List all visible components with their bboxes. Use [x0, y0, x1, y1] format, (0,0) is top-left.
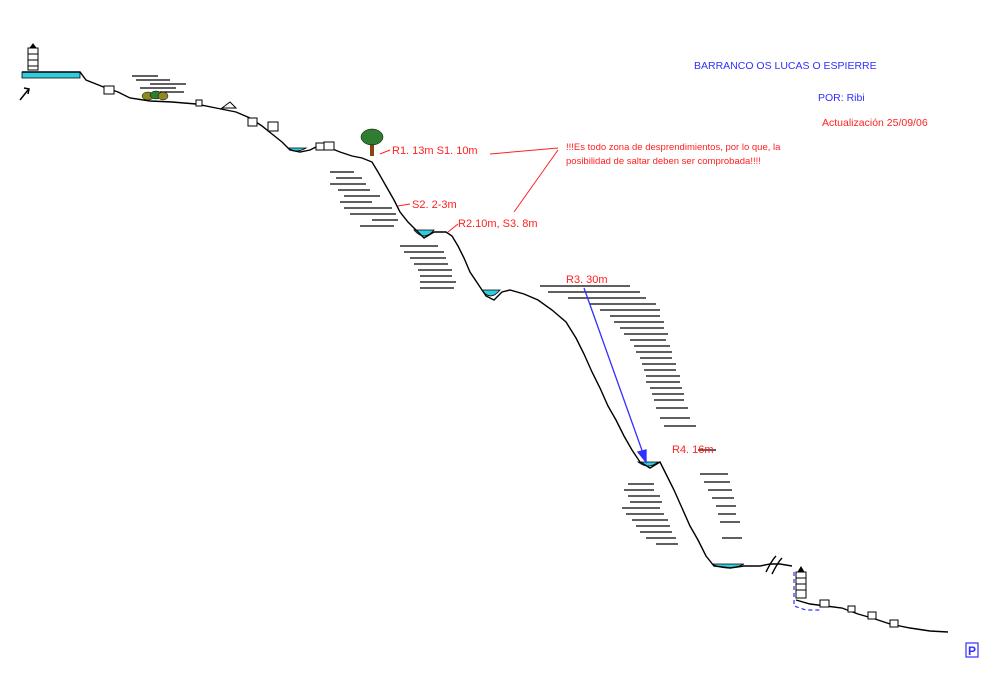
boulders	[103, 85, 899, 628]
start-tower-icon	[27, 43, 39, 71]
warning-line-2: posibilidad de saltar deben ser comproba…	[566, 156, 761, 167]
label-r3: R3. 30m	[566, 274, 608, 286]
label-r4: R4. 16m	[672, 444, 714, 456]
diagram-title: BARRANCO OS LUCAS O ESPIERRE	[694, 60, 877, 72]
parking-icon: P	[965, 642, 979, 658]
annotations: R1. 13m S1. 10m S2. 2-3m R2.10m, S3. 8m …	[392, 142, 781, 456]
section-break-mark	[765, 555, 783, 575]
warning-line-1: !!!Es todo zona de desprendimientos, por…	[566, 142, 781, 153]
bushes-icon	[141, 90, 169, 101]
canyon-profile-line	[22, 71, 793, 569]
hiker-arrow-icon	[19, 87, 30, 101]
label-s2: S2. 2-3m	[412, 199, 457, 211]
update-date: Actualización 25/09/06	[822, 117, 928, 129]
exit-path	[793, 572, 820, 611]
leader-lines	[379, 147, 559, 233]
rappel-arrow	[583, 287, 647, 464]
parking-label: P	[968, 644, 976, 658]
label-r2-s3: R2.10m, S3. 8m	[458, 218, 537, 230]
exit-profile-line	[795, 599, 949, 633]
tree-icon	[360, 128, 384, 156]
end-tower-icon	[795, 566, 807, 599]
label-r1-s1: R1. 13m S1. 10m	[392, 145, 478, 157]
pool-start	[21, 71, 81, 79]
hatching	[132, 75, 742, 545]
author-credit: POR: Ribi	[818, 92, 865, 104]
